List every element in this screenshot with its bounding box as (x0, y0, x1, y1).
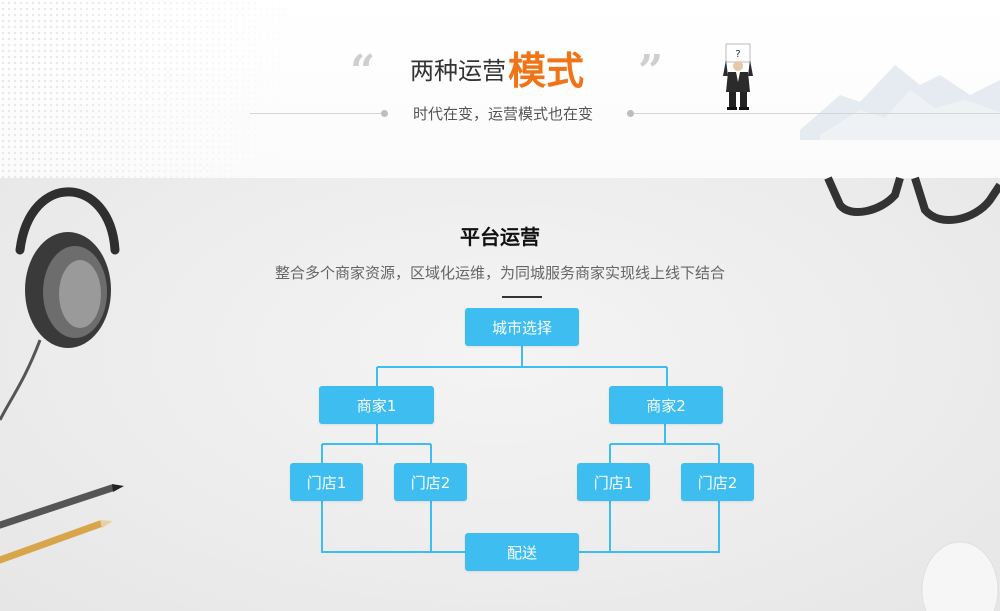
title-accent-text: 模式 (508, 49, 585, 93)
section-divider (502, 296, 542, 298)
svg-text:?: ? (735, 49, 740, 60)
subtitle-right-rule (634, 113, 1000, 114)
mountain-decoration (800, 65, 1000, 140)
node-merchant-1: 商家1 (319, 386, 434, 424)
businessman-illustration: ? (723, 43, 753, 110)
node-m2-store-1: 门店1 (577, 463, 650, 501)
title-main-text: 两种运营 (410, 57, 506, 85)
section-title: 平台运营 (460, 225, 540, 249)
page-title: 两种运营 模式 (410, 40, 584, 90)
node-delivery: 配送 (465, 533, 579, 571)
world-map-dots-decoration (0, 0, 290, 178)
node-m2-store-2: 门店2 (681, 463, 754, 501)
close-quote-icon: ” (638, 46, 664, 97)
node-m1-store-2: 门店2 (394, 463, 467, 501)
page-subtitle: 时代在变，运营模式也在变 (413, 105, 594, 123)
open-quote-icon: “ (350, 46, 376, 97)
subtitle-right-dot (627, 110, 634, 117)
header-banner (0, 0, 1000, 178)
node-city-select: 城市选择 (465, 308, 579, 346)
section-description: 整合多个商家资源，区域化运维，为同城服务商家实现线上线下结合 (274, 264, 725, 282)
subtitle-left-dot (381, 110, 388, 117)
subtitle-left-rule (250, 113, 385, 114)
node-m1-store-1: 门店1 (290, 463, 363, 501)
node-merchant-2: 商家2 (609, 386, 723, 424)
